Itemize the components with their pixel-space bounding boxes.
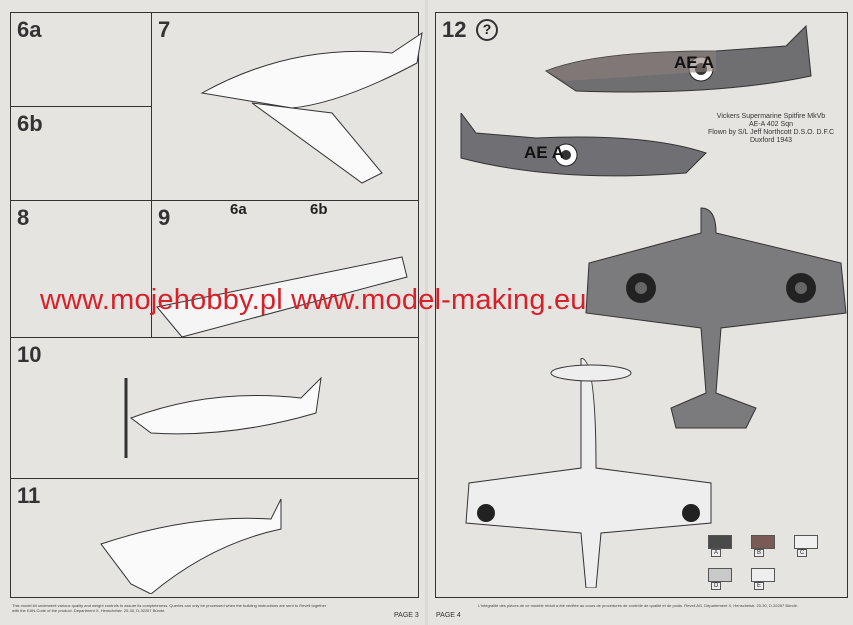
sub-label-6b: 6b <box>310 201 328 218</box>
step-number: 11 <box>17 483 41 508</box>
caption-line: Flown by S/L Jeff Northcott D.S.O. D.F.C <box>707 129 835 136</box>
step-7-panel: 7 <box>151 12 423 201</box>
step-number: 12 <box>442 17 467 42</box>
swatch-a <box>708 535 732 549</box>
step-9-panel: 9 6a 6b <box>151 200 419 338</box>
step-8-panel: 8 <box>10 200 152 338</box>
help-icon: ? <box>476 19 498 41</box>
left-page: 6a 7 6b 8 9 6a 6b 10 11 This model kit u… <box>0 0 425 625</box>
step-6b-panel: 6b <box>10 106 152 201</box>
page-label: PAGE 3 <box>394 612 419 619</box>
swatch-label: A <box>711 549 722 557</box>
step-number: 6a <box>17 17 42 42</box>
swatch-label: D <box>711 582 722 590</box>
legal-footer: L'intégralité des pièces de ce modèle ré… <box>478 603 799 608</box>
page-label: PAGE 4 <box>436 612 461 619</box>
top-view-aircraft <box>585 207 847 429</box>
step-12-panel: 12 ? AE A AE A Vickers Supermarine Spitf… <box>435 12 848 598</box>
legal-footer: This model kit underwent various quality… <box>12 603 327 613</box>
watermark: www.mojehobby.pl www.model-making.eu <box>40 284 587 316</box>
step-number: 8 <box>17 205 30 230</box>
step-6a-panel: 6a <box>10 12 152 107</box>
step-11-panel: 11 <box>10 478 419 598</box>
swatch-e <box>751 568 775 582</box>
swatch-label: B <box>754 549 765 557</box>
squadron-codes-side: AE A <box>674 53 714 72</box>
right-page: 12 ? AE A AE A Vickers Supermarine Spitf… <box>428 0 853 625</box>
aircraft-caption: Vickers Supermarine Spitfire MkVb AE-A 4… <box>691 113 851 145</box>
swatch-c <box>794 535 818 549</box>
swatch-label: E <box>754 582 765 590</box>
swatch-d <box>708 568 732 582</box>
squadron-codes-other-side: AE A <box>524 143 564 162</box>
step-number: 6b <box>17 111 43 136</box>
caption-line: Duxford 1943 <box>749 137 793 144</box>
caption-line: AE-A 402 Sqn <box>749 121 793 128</box>
sub-label-6a: 6a <box>230 201 247 218</box>
swatch-b <box>751 535 775 549</box>
step-number: 9 <box>158 205 171 230</box>
side-view-aircraft <box>544 24 812 93</box>
other-side-aircraft <box>460 113 707 177</box>
caption-line: Vickers Supermarine Spitfire MkVb <box>716 113 826 120</box>
swatch-label: C <box>797 549 808 557</box>
step-number: 7 <box>158 17 171 42</box>
step-10-panel: 10 <box>10 337 419 479</box>
step-number: 10 <box>17 342 42 367</box>
bottom-view-aircraft <box>465 358 712 588</box>
